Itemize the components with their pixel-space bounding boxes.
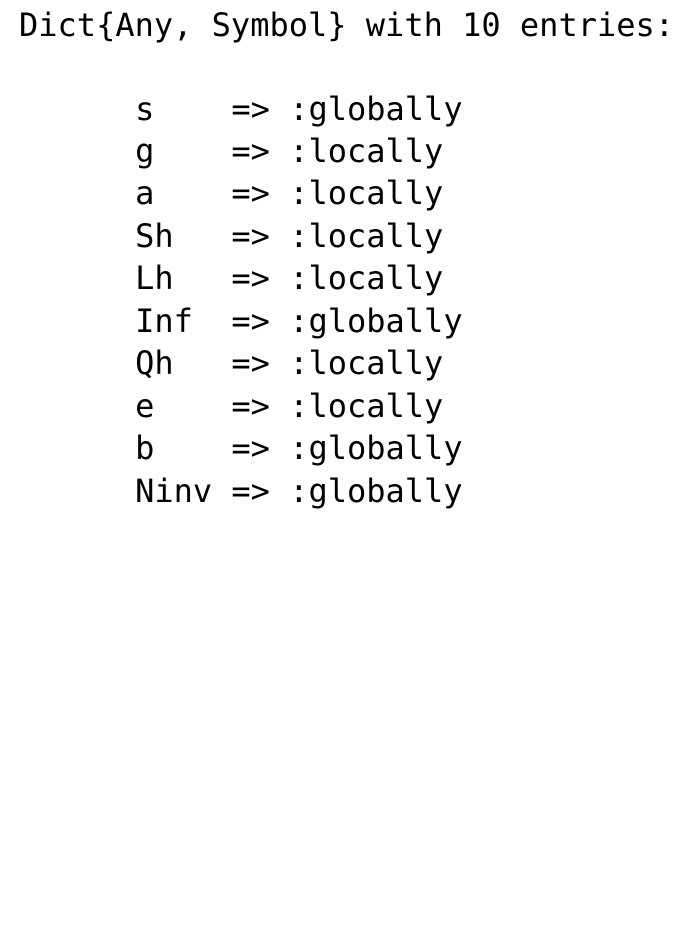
entry-key: Sh bbox=[135, 217, 174, 256]
dict-entry: e => :locally bbox=[58, 343, 443, 425]
dict-entry: Lh => :locally bbox=[58, 215, 443, 297]
entry-arrow: => bbox=[212, 217, 290, 256]
entry-value: :locally bbox=[289, 259, 444, 298]
entry-value: :locally bbox=[289, 132, 444, 171]
entry-key: Qh bbox=[135, 344, 174, 383]
entry-value: :locally bbox=[289, 217, 444, 256]
entry-arrow: => bbox=[212, 259, 290, 298]
entry-arrow: => bbox=[212, 132, 290, 171]
entry-value: :locally bbox=[289, 387, 444, 426]
repl-output: Dict{Any, Symbol} with 10 entries: s => … bbox=[19, 6, 675, 511]
entry-key: a bbox=[135, 174, 155, 213]
entry-arrow: => bbox=[212, 174, 290, 213]
entry-key: s bbox=[135, 90, 155, 129]
entry-arrow: => bbox=[212, 472, 290, 511]
entry-arrow: => bbox=[212, 429, 290, 468]
entry-key: b bbox=[135, 429, 155, 468]
entry-value: :locally bbox=[289, 174, 444, 213]
dict-entry: Inf => :globally bbox=[58, 258, 463, 340]
entry-key: g bbox=[135, 132, 155, 171]
dict-entry: g => :locally bbox=[58, 88, 443, 170]
entry-arrow: => bbox=[212, 90, 290, 129]
dict-header: Dict{Any, Symbol} with 10 entries: bbox=[19, 6, 675, 44]
dict-entry: Qh => :locally bbox=[58, 300, 443, 382]
dict-entry: b => :globally bbox=[58, 385, 463, 467]
entry-key: e bbox=[135, 387, 155, 426]
entry-value: :globally bbox=[289, 472, 463, 511]
dict-entry: Ninv => :globally bbox=[58, 428, 463, 510]
entry-value: :globally bbox=[289, 429, 463, 468]
entry-key: Ninv bbox=[135, 472, 213, 511]
entry-arrow: => bbox=[212, 387, 290, 426]
entry-arrow: => bbox=[212, 302, 290, 341]
dict-entry: Sh => :locally bbox=[58, 173, 443, 255]
entry-key: Inf bbox=[135, 302, 193, 341]
entry-value: :globally bbox=[289, 302, 463, 341]
entry-value: :locally bbox=[289, 344, 444, 383]
entry-arrow: => bbox=[212, 344, 290, 383]
dict-entry: s => :globally bbox=[58, 46, 463, 128]
entry-value: :globally bbox=[289, 90, 463, 129]
dict-entry: a => :locally bbox=[58, 130, 443, 212]
entry-key: Lh bbox=[135, 259, 174, 298]
